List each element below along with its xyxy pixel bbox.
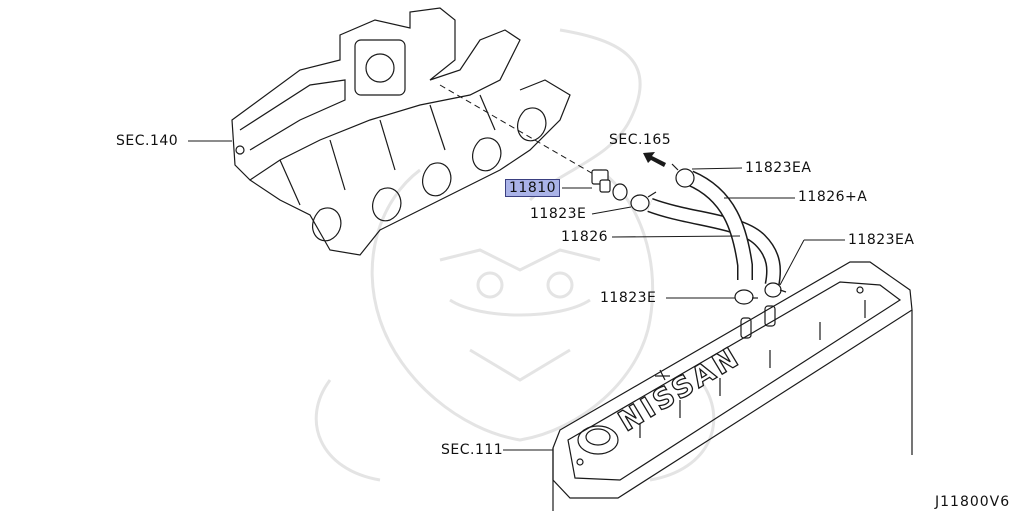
diagram-code: J11800V6 — [935, 494, 1011, 510]
clamp-11823e-upper — [630, 191, 657, 212]
label-11823ea-lower[interactable]: 11823EA — [848, 232, 915, 248]
label-sec-111[interactable]: SEC.111 — [441, 442, 504, 458]
label-11826a[interactable]: 11826+A — [798, 189, 868, 205]
clamp-11823ea-lower — [764, 282, 787, 298]
label-11823e-upper[interactable]: 11823E — [530, 206, 587, 222]
arrow-left-up-icon — [643, 152, 666, 167]
samurai-watermark-icon — [314, 28, 716, 482]
pcv-valve-11810 — [591, 169, 628, 201]
label-11823ea-upper[interactable]: 11823EA — [745, 160, 812, 176]
rocker-cover — [552, 261, 913, 511]
label-sec-140[interactable]: SEC.140 — [116, 133, 179, 149]
label-11826[interactable]: 11826 — [561, 229, 609, 245]
clamp-11823e-lower — [734, 289, 758, 305]
cover-logo: NISSAN — [613, 340, 747, 438]
intake-manifold — [231, 7, 571, 256]
leader-lines — [188, 140, 845, 451]
clamp-11823ea-upper — [671, 163, 695, 188]
label-11823e-lower[interactable]: 11823E — [600, 290, 657, 306]
label-11810[interactable]: 11810 — [505, 179, 561, 197]
label-sec-165[interactable]: SEC.165 — [609, 132, 672, 148]
